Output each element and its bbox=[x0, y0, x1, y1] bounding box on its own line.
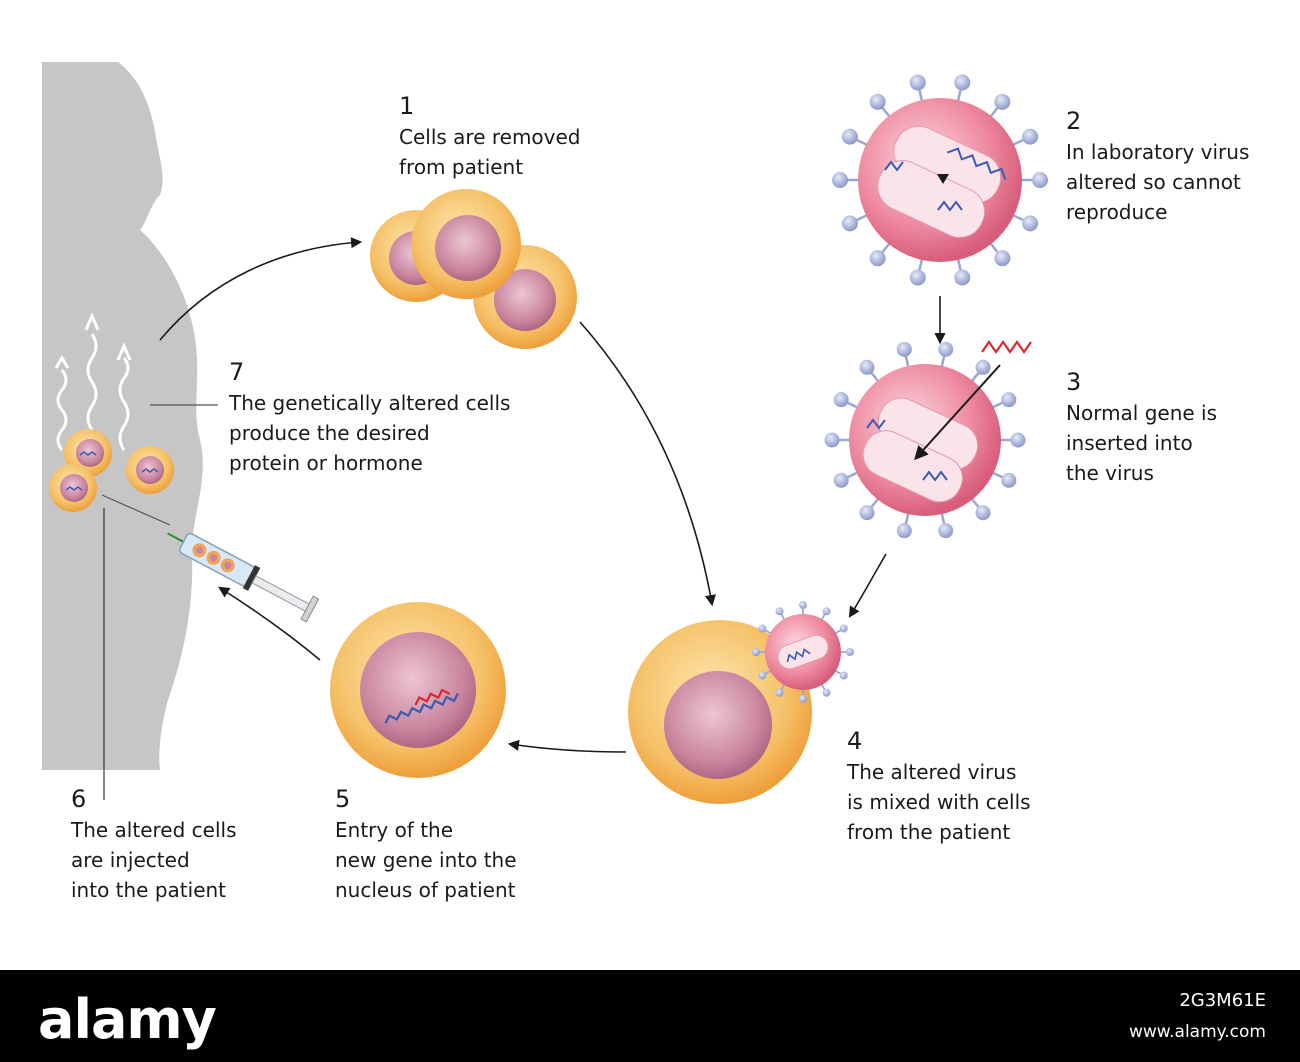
virus-spike-knob bbox=[841, 215, 858, 232]
nucleus-illustration bbox=[330, 602, 506, 778]
normal-gene-icon bbox=[981, 340, 1032, 354]
virus-spike-knob bbox=[833, 392, 849, 408]
step-3-number: 3 bbox=[1066, 368, 1082, 396]
virus-spike-knob bbox=[846, 648, 854, 656]
arrow-cells-to-mixing bbox=[579, 321, 716, 607]
virus-spike-knob bbox=[799, 601, 807, 609]
virus-spike-knob bbox=[822, 607, 831, 616]
step-6-line-3: into the patient bbox=[71, 878, 227, 902]
virus-spike-knob bbox=[859, 505, 875, 521]
protein-emission-arrows bbox=[54, 312, 132, 451]
virus-spike-knob bbox=[758, 624, 767, 633]
step-3-label: 3 Normal gene is inserted into the virus bbox=[1066, 368, 1217, 488]
virus-spike-knob bbox=[839, 671, 848, 680]
step-4-line-3: from the patient bbox=[847, 820, 1011, 844]
site-url: www.alamy.com bbox=[1128, 1022, 1266, 1042]
virus-spike-knob bbox=[1022, 128, 1039, 145]
step-1-label: 1 Cells are removed from patient bbox=[399, 92, 581, 182]
step-4-line-2: is mixed with cells bbox=[847, 790, 1031, 814]
virus-illustration-3 bbox=[824, 341, 1026, 539]
step-6-line-1: The altered cells bbox=[71, 818, 237, 842]
virus-illustration-2 bbox=[832, 74, 1048, 286]
step-5-label: 5 Entry of the new gene into the nucleus… bbox=[335, 785, 517, 905]
virus-spike-knob bbox=[869, 93, 886, 110]
virus-spike-knob bbox=[775, 688, 784, 697]
virus-spike-knob bbox=[954, 74, 971, 91]
step-1-number: 1 bbox=[399, 92, 415, 120]
step-1-line-2: from patient bbox=[399, 155, 524, 179]
step-2-label: 2 In laboratory virus altered so cannot … bbox=[1066, 107, 1249, 227]
virus-spike-knob bbox=[994, 250, 1011, 267]
arrow-virus3-to-mixing bbox=[848, 553, 887, 618]
virus-spike-knob bbox=[1001, 392, 1017, 408]
virus-spike-knob bbox=[839, 624, 848, 633]
mixing-illustration bbox=[628, 601, 854, 804]
virus-spike-knob bbox=[824, 432, 840, 448]
watermark-banner bbox=[0, 970, 1300, 1062]
virus-spike-knob bbox=[896, 523, 912, 539]
virus-spike-knob bbox=[799, 695, 807, 703]
step-5-line-2: new gene into the bbox=[335, 848, 517, 872]
step-2-line-2: altered so cannot bbox=[1066, 170, 1241, 194]
arrow-patient-to-cells bbox=[159, 237, 363, 341]
injected-cells bbox=[49, 429, 174, 512]
virus-spike-knob bbox=[1022, 215, 1039, 232]
syringe-icon bbox=[167, 532, 320, 623]
step-7-line-2: produce the desired bbox=[229, 421, 430, 445]
virus-spike-knob bbox=[1010, 432, 1026, 448]
step-3-line-2: inserted into bbox=[1066, 431, 1193, 455]
step-4-label: 4 The altered virus is mixed with cells … bbox=[847, 727, 1031, 847]
virus-spike-knob bbox=[909, 74, 926, 91]
patient-silhouette bbox=[42, 62, 203, 770]
virus-spike-knob bbox=[954, 269, 971, 286]
step-7-line-3: protein or hormone bbox=[229, 451, 423, 475]
virus-spike-knob bbox=[975, 505, 991, 521]
virus-spike-knob bbox=[938, 341, 954, 357]
virus-spike-knob bbox=[975, 359, 991, 375]
virus-spike-knob bbox=[909, 269, 926, 286]
virus-spike-knob bbox=[752, 648, 760, 656]
step-2-number: 2 bbox=[1066, 107, 1082, 135]
step-6-label: 6 The altered cells are injected into th… bbox=[71, 785, 237, 905]
step-4-line-1: The altered virus bbox=[847, 760, 1017, 784]
virus-spike-knob bbox=[1001, 472, 1017, 488]
arrow-gene-insert bbox=[914, 364, 1001, 461]
virus-spike-knob bbox=[775, 607, 784, 616]
arrow-nucleus-to-syringe bbox=[218, 586, 321, 661]
brand-wordmark: alamy bbox=[38, 988, 217, 1051]
step-7-label: 7 The genetically altered cells produce … bbox=[229, 358, 510, 478]
virus-spike-knob bbox=[758, 671, 767, 680]
step-6-line-2: are injected bbox=[71, 848, 190, 872]
virus-spike-knob bbox=[832, 172, 848, 188]
virus-spike-knob bbox=[938, 523, 954, 539]
step-4-number: 4 bbox=[847, 727, 863, 755]
arrow-mixing-to-nucleus bbox=[507, 739, 627, 753]
virus-spike-knob bbox=[1032, 172, 1048, 188]
step-2-line-1: In laboratory virus bbox=[1066, 140, 1250, 164]
virus-spike-knob bbox=[896, 341, 912, 357]
step-3-line-1: Normal gene is bbox=[1066, 401, 1218, 425]
virus-spike-knob bbox=[822, 688, 831, 697]
virus-spike-knob bbox=[859, 359, 875, 375]
virus-spike-knob bbox=[833, 472, 849, 488]
step-3-line-3: the virus bbox=[1066, 461, 1154, 485]
virus-spike-knob bbox=[869, 250, 886, 267]
virus-spike-knob bbox=[994, 93, 1011, 110]
step-7-line-1: The genetically altered cells bbox=[229, 391, 511, 415]
step-2-line-3: reproduce bbox=[1066, 200, 1168, 224]
step-5-number: 5 bbox=[335, 785, 351, 813]
step-6-number: 6 bbox=[71, 785, 87, 813]
image-id: 2G3M61E bbox=[1179, 990, 1266, 1011]
step-5-line-1: Entry of the bbox=[335, 818, 454, 842]
leader-line-syringe bbox=[101, 494, 171, 526]
step-5-line-3: nucleus of patient bbox=[335, 878, 516, 902]
removed-cells-illustration bbox=[370, 189, 577, 349]
step-1-line-1: Cells are removed bbox=[399, 125, 581, 149]
step-7-number: 7 bbox=[229, 358, 245, 386]
virus-spike-knob bbox=[841, 128, 858, 145]
